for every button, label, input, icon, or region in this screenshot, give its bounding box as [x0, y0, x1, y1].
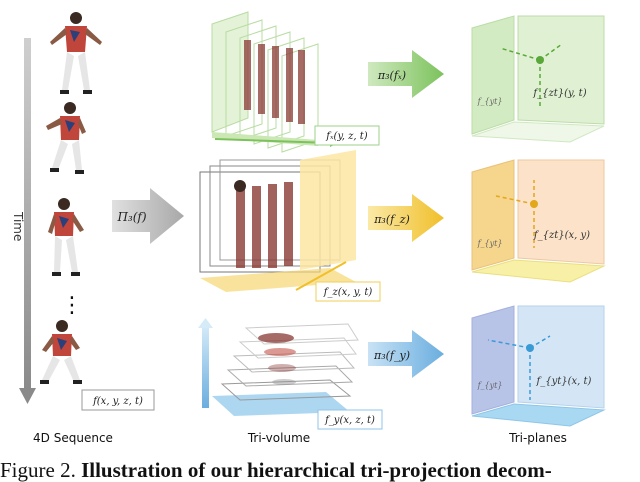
human-frame-4: [40, 320, 82, 384]
trivolume-middle: [199, 150, 356, 292]
volume-label-bot: f_y(x, z, t): [324, 415, 375, 426]
human-frame-3: [48, 198, 84, 276]
column-label-triplanes: Tri-planes: [508, 431, 567, 445]
triplane-bot: [471, 305, 606, 427]
plane-label-top-left: f_{yt}: [477, 97, 503, 106]
projection-bot-label: π₃(f_y): [373, 349, 410, 362]
volume-label-mid: f_z(x, y, t): [323, 287, 373, 298]
plane-label-mid-left: f_{yt}: [477, 239, 503, 248]
human-frame-1: [50, 12, 102, 94]
projection-arrow-main: Π₃(f): [112, 188, 184, 244]
projection-main-label: Π₃(f): [116, 210, 146, 224]
column-label-trivolume: Tri-volume: [247, 431, 310, 445]
projection-top-label: π₃(fₓ): [377, 69, 406, 82]
volume-label-top: fₓ(y, z, t): [325, 131, 367, 142]
triplane-mid: [471, 159, 606, 283]
plane-label-mid-right: f_{zt}(x, y): [533, 230, 590, 241]
human-frame-2: [46, 102, 86, 174]
projection-mid-label: π₃(f_z): [373, 213, 410, 226]
plane-label-top-right: f_{zt}(y, t): [532, 88, 586, 99]
dots-ellipsis: ⋮: [61, 293, 83, 318]
caption-bold: Illustration of our hierarchical tri-pro…: [81, 458, 552, 482]
time-label: Time: [11, 211, 25, 241]
column-label-sequence: 4D Sequence: [33, 431, 113, 445]
trivolume-top: [211, 11, 338, 153]
input-function-box: f(x, y, z, t): [81, 389, 155, 411]
input-function-label: f(x, y, z, t): [92, 396, 143, 407]
projection-arrow-bot: π₃(f_y): [368, 330, 444, 378]
plane-label-bot-left: f_{yt}: [477, 381, 503, 390]
trivolume-bottom: [198, 318, 359, 416]
figure-caption: Figure 2. Illustration of our hierarchic…: [0, 458, 640, 482]
caption-prefix: Figure 2.: [0, 458, 82, 482]
triplane-top: [471, 15, 605, 143]
time-arrow: [19, 38, 36, 404]
volume-label-bot-box: f_y(x, z, t): [317, 409, 383, 430]
projection-arrow-top: π₃(fₓ): [368, 50, 444, 98]
volume-label-top-box: fₓ(y, z, t): [314, 125, 380, 146]
volume-label-mid-box: f_z(x, y, t): [315, 281, 381, 302]
plane-label-bot-right: f_{yt}(x, t): [536, 376, 592, 387]
projection-arrow-mid: π₃(f_z): [368, 194, 444, 242]
